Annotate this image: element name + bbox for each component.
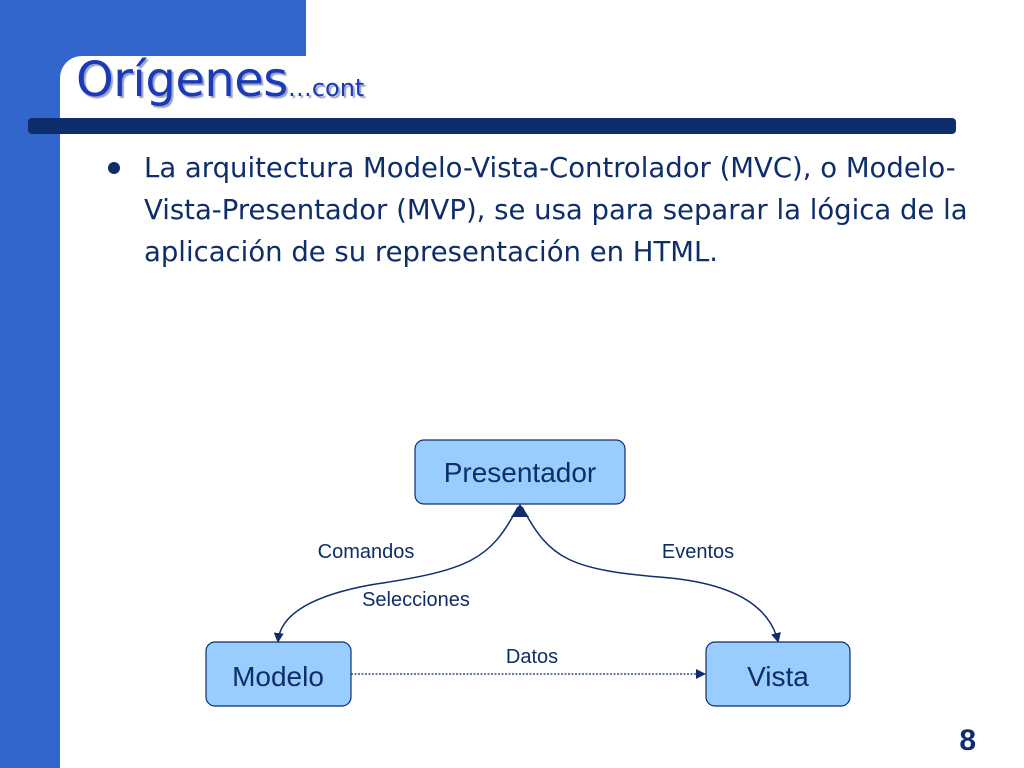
page-number: 8 xyxy=(959,724,976,757)
edge-label-selecciones: Selecciones xyxy=(362,589,470,611)
bullet-marker xyxy=(108,162,120,174)
presentador-arrow-tip xyxy=(511,504,529,517)
edge-presentador-modelo xyxy=(273,506,519,643)
node-vista: Vista xyxy=(705,641,851,707)
slide-title: Orígenes…cont xyxy=(76,52,364,108)
node-modelo: Modelo xyxy=(205,641,352,707)
slide-title-suffix: …cont xyxy=(287,74,365,102)
node-presentador-label: Presentador xyxy=(444,457,597,488)
edge-label-datos: Datos xyxy=(506,646,558,668)
edge-label-eventos: Eventos xyxy=(662,541,734,563)
edge-presentador-vista xyxy=(521,506,781,643)
node-vista-label: Vista xyxy=(747,661,809,692)
slide-title-main: Orígenes xyxy=(76,52,288,108)
node-presentador: Presentador xyxy=(414,439,626,505)
edge-label-comandos: Comandos xyxy=(318,541,415,563)
bullet-text: La arquitectura Modelo-Vista-Controlador… xyxy=(144,152,968,268)
title-rule xyxy=(28,118,956,134)
node-modelo-label: Modelo xyxy=(232,661,324,692)
